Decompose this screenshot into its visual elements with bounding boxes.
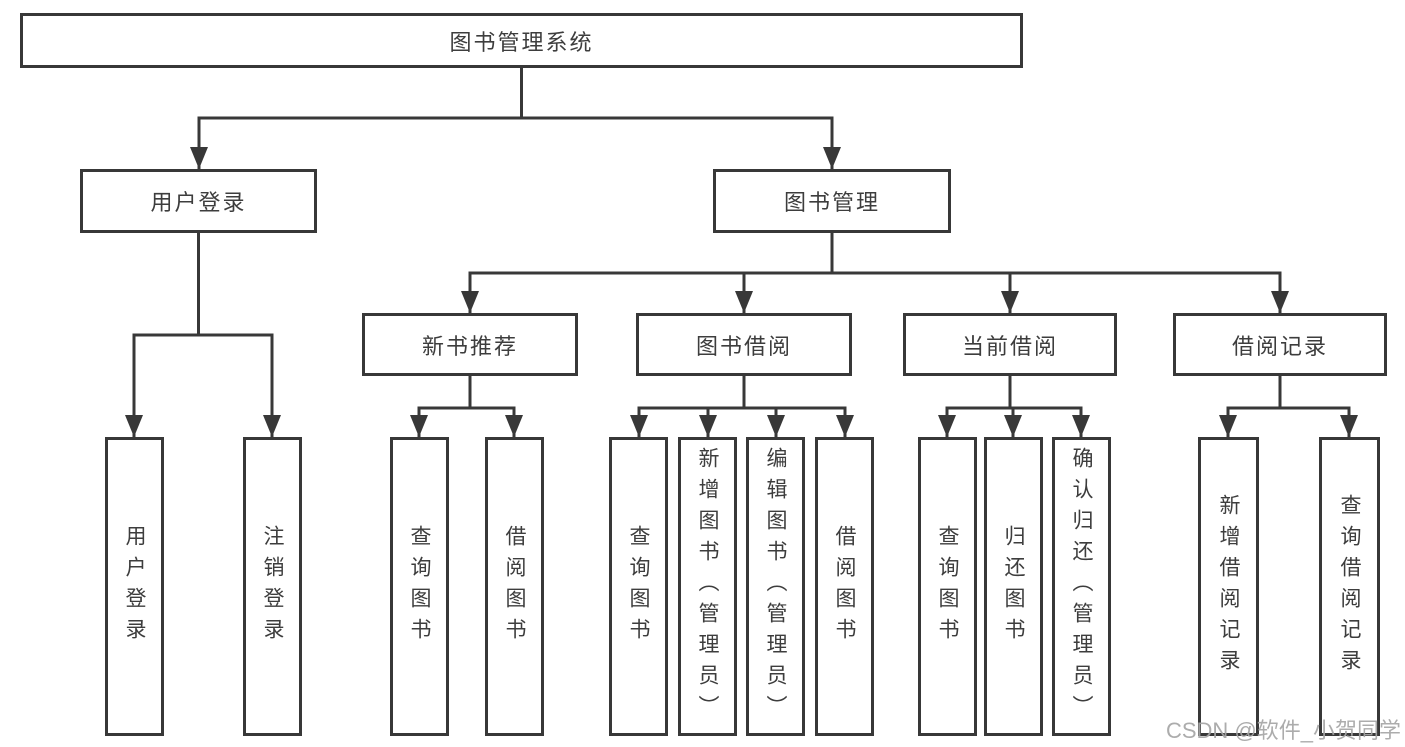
leaf-query-books-recommend: 查询图书 bbox=[390, 437, 449, 736]
connector-new-book-recommend-to-leaves bbox=[410, 374, 523, 437]
connector-book-borrow-to-leaves bbox=[630, 374, 854, 437]
node-borrow-records: 借阅记录 bbox=[1173, 313, 1387, 376]
leaf-return-book-label: 归还图书 bbox=[1002, 524, 1025, 649]
node-new-book-recommend: 新书推荐 bbox=[362, 313, 578, 376]
leaf-logout-label: 注销登录 bbox=[261, 524, 284, 649]
connector-user-login-to-leaves bbox=[125, 231, 281, 437]
leaf-query-books-recommend-label: 查询图书 bbox=[408, 524, 431, 649]
leaf-borrow-books-recommend: 借阅图书 bbox=[485, 437, 544, 736]
leaf-add-book-admin-label: 新增图书（管理员） bbox=[696, 447, 719, 726]
connector-root-to-level2 bbox=[190, 66, 841, 169]
node-borrow-records-label: 借阅记录 bbox=[1231, 333, 1328, 359]
leaf-query-books-current-label: 查询图书 bbox=[936, 524, 959, 649]
node-current-borrow-label: 当前借阅 bbox=[961, 333, 1058, 359]
node-user-login: 用户登录 bbox=[80, 169, 317, 233]
node-user-login-label: 用户登录 bbox=[150, 190, 247, 215]
leaf-user-login: 用户登录 bbox=[105, 437, 164, 736]
node-library-system-label: 图书管理系统 bbox=[449, 29, 594, 55]
leaf-edit-book-admin: 编辑图书（管理员） bbox=[746, 437, 805, 736]
connector-borrow-records-to-leaves bbox=[1219, 374, 1358, 437]
leaf-user-login-label: 用户登录 bbox=[123, 524, 146, 649]
node-book-management: 图书管理 bbox=[713, 169, 951, 233]
leaf-logout: 注销登录 bbox=[243, 437, 302, 736]
leaf-query-books-borrow-label: 查询图书 bbox=[627, 524, 650, 649]
node-book-borrow: 图书借阅 bbox=[636, 313, 852, 376]
leaf-add-borrow-record-label: 新增借阅记录 bbox=[1217, 493, 1240, 680]
node-current-borrow: 当前借阅 bbox=[903, 313, 1117, 376]
node-library-system: 图书管理系统 bbox=[20, 13, 1023, 68]
leaf-query-borrow-record-label: 查询借阅记录 bbox=[1338, 493, 1361, 680]
leaf-borrow-books-recommend-label: 借阅图书 bbox=[503, 524, 526, 649]
leaf-add-borrow-record: 新增借阅记录 bbox=[1198, 437, 1259, 736]
leaf-confirm-return-admin: 确认归还（管理员） bbox=[1052, 437, 1111, 736]
leaf-return-book: 归还图书 bbox=[984, 437, 1043, 736]
connector-current-borrow-to-leaves bbox=[938, 374, 1090, 437]
leaf-query-borrow-record: 查询借阅记录 bbox=[1319, 437, 1380, 736]
node-new-book-recommend-label: 新书推荐 bbox=[421, 333, 518, 359]
leaf-add-book-admin: 新增图书（管理员） bbox=[678, 437, 737, 736]
leaf-query-books-borrow: 查询图书 bbox=[609, 437, 668, 736]
csdn-watermark: CSDN @软件_小贺同学 bbox=[1165, 718, 1401, 743]
leaf-edit-book-admin-label: 编辑图书（管理员） bbox=[764, 447, 787, 726]
leaf-query-books-current: 查询图书 bbox=[918, 437, 977, 736]
leaf-borrow-books: 借阅图书 bbox=[815, 437, 874, 736]
node-book-management-label: 图书管理 bbox=[783, 190, 880, 215]
leaf-confirm-return-admin-label: 确认归还（管理员） bbox=[1070, 447, 1093, 726]
leaf-borrow-books-label: 借阅图书 bbox=[833, 524, 856, 649]
node-book-borrow-label: 图书借阅 bbox=[695, 333, 792, 359]
connector-book-management-to-level3 bbox=[461, 231, 1289, 313]
